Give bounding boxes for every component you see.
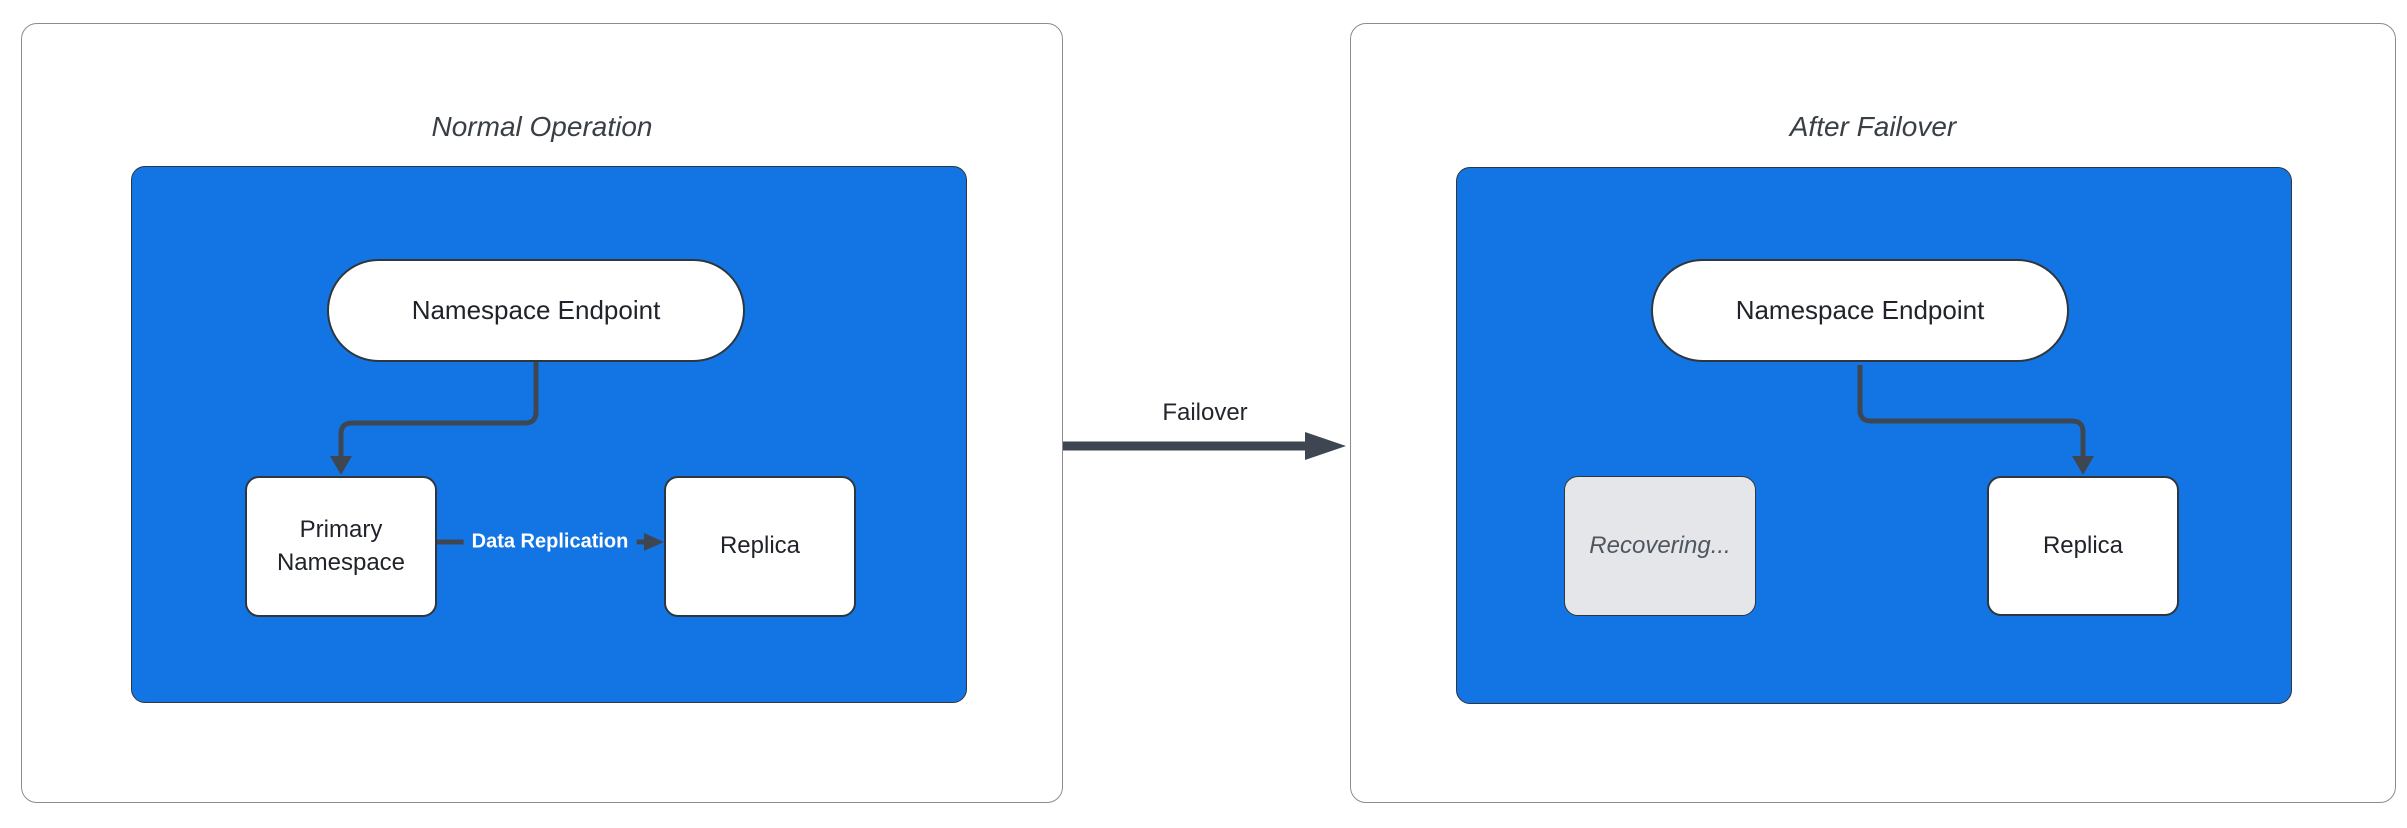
failover-arrow-group: Failover (1063, 398, 1347, 468)
recovering-node: Recovering... (1564, 476, 1756, 616)
replica-label: Replica (719, 532, 801, 560)
failover-arrow (1063, 432, 1346, 460)
namespace-endpoint-node: Namespace Endpoint (327, 259, 745, 362)
down-arrowhead-icon (2072, 456, 2094, 475)
replica-node: Replica (664, 476, 856, 617)
namespace-endpoint-label: Namespace Endpoint (1735, 295, 1985, 325)
panel-after-failover: After Failover Namespace Endpoint Recove… (1350, 23, 2396, 803)
failover-arrowhead-icon (1305, 432, 1346, 460)
recovering-label: Recovering... (1589, 531, 1731, 559)
replica-node: Replica (1987, 476, 2179, 616)
connector-layer (1857, 365, 2094, 475)
data-replication-label: Data Replication (463, 527, 637, 557)
endpoint-to-replica-connector (1857, 365, 2086, 458)
failover-label: Failover (1162, 399, 1248, 426)
replica-label: Replica (2042, 531, 2124, 559)
primary-namespace-node: Primary Namespace (245, 476, 437, 617)
cluster-normal-operation: Namespace Endpoint Primary Namespace Rep… (131, 166, 967, 703)
panel-title: After Failover (1789, 111, 1957, 142)
down-arrowhead-icon (330, 456, 352, 475)
right-arrowhead-icon (644, 533, 664, 551)
cluster-after-failover: Namespace Endpoint Recovering... Replica (1456, 167, 2292, 704)
panel-normal-operation: Normal Operation Namespace Endpoint Prim… (21, 23, 1063, 803)
connector-layer (330, 362, 664, 551)
panel-title: Normal Operation (431, 111, 653, 142)
namespace-endpoint-label: Namespace Endpoint (411, 295, 661, 325)
primary-namespace-label: Primary Namespace (276, 516, 406, 576)
endpoint-to-primary-connector (338, 362, 539, 458)
namespace-endpoint-node: Namespace Endpoint (1651, 259, 2069, 362)
